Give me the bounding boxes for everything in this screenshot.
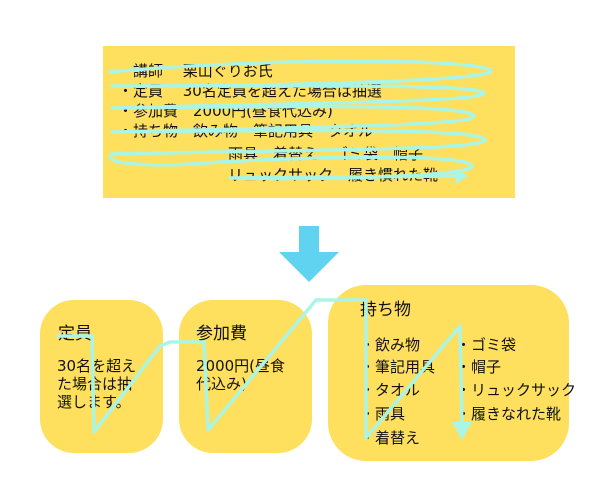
items-left-3: ・タオル xyxy=(360,381,421,399)
card-fee-line-2: 代込み) xyxy=(196,375,247,393)
notice-line-items: ・持ち物 飲み物 筆記用具 タオル xyxy=(118,122,374,140)
card-capacity-line-1: 30名を超え xyxy=(57,357,137,375)
card-capacity-title: 定員 xyxy=(58,324,92,344)
notice-line-fee: ・参加費 2000円(昼食代込み) xyxy=(118,102,333,120)
items-left-1: ・飲み物 xyxy=(360,336,421,354)
notice-line-items-2: 雨具 着替え ゴミ袋 帽子 xyxy=(228,145,424,163)
items-left-2: ・筆記用具 xyxy=(360,358,436,376)
down-arrow-icon xyxy=(279,226,339,282)
items-left-4: ・雨具 xyxy=(360,405,406,423)
notice-line-capacity: ・定員 30名定員を超えた場合は抽選 xyxy=(118,82,382,100)
card-capacity-line-2: た場合は抽 xyxy=(57,375,133,393)
notice-line-items-3: リュックサック 履き慣れた靴 xyxy=(228,166,439,184)
card-fee-line-1: 2000円(昼食 xyxy=(196,357,286,375)
card-fee-title: 参加費 xyxy=(196,324,247,344)
items-right-4: ・履きなれた靴 xyxy=(456,405,562,423)
items-right-2: ・帽子 xyxy=(456,358,502,376)
card-items-title: 持ち物 xyxy=(360,300,411,320)
notice-line-instructor: ・講師 栗山ぐりお氏 xyxy=(118,62,273,80)
card-capacity-line-3: 選します。 xyxy=(57,393,131,411)
items-right-1: ・ゴミ袋 xyxy=(456,336,517,354)
items-right-3: ・リュックサック xyxy=(456,381,577,399)
items-left-5: ・着替え xyxy=(360,429,421,447)
